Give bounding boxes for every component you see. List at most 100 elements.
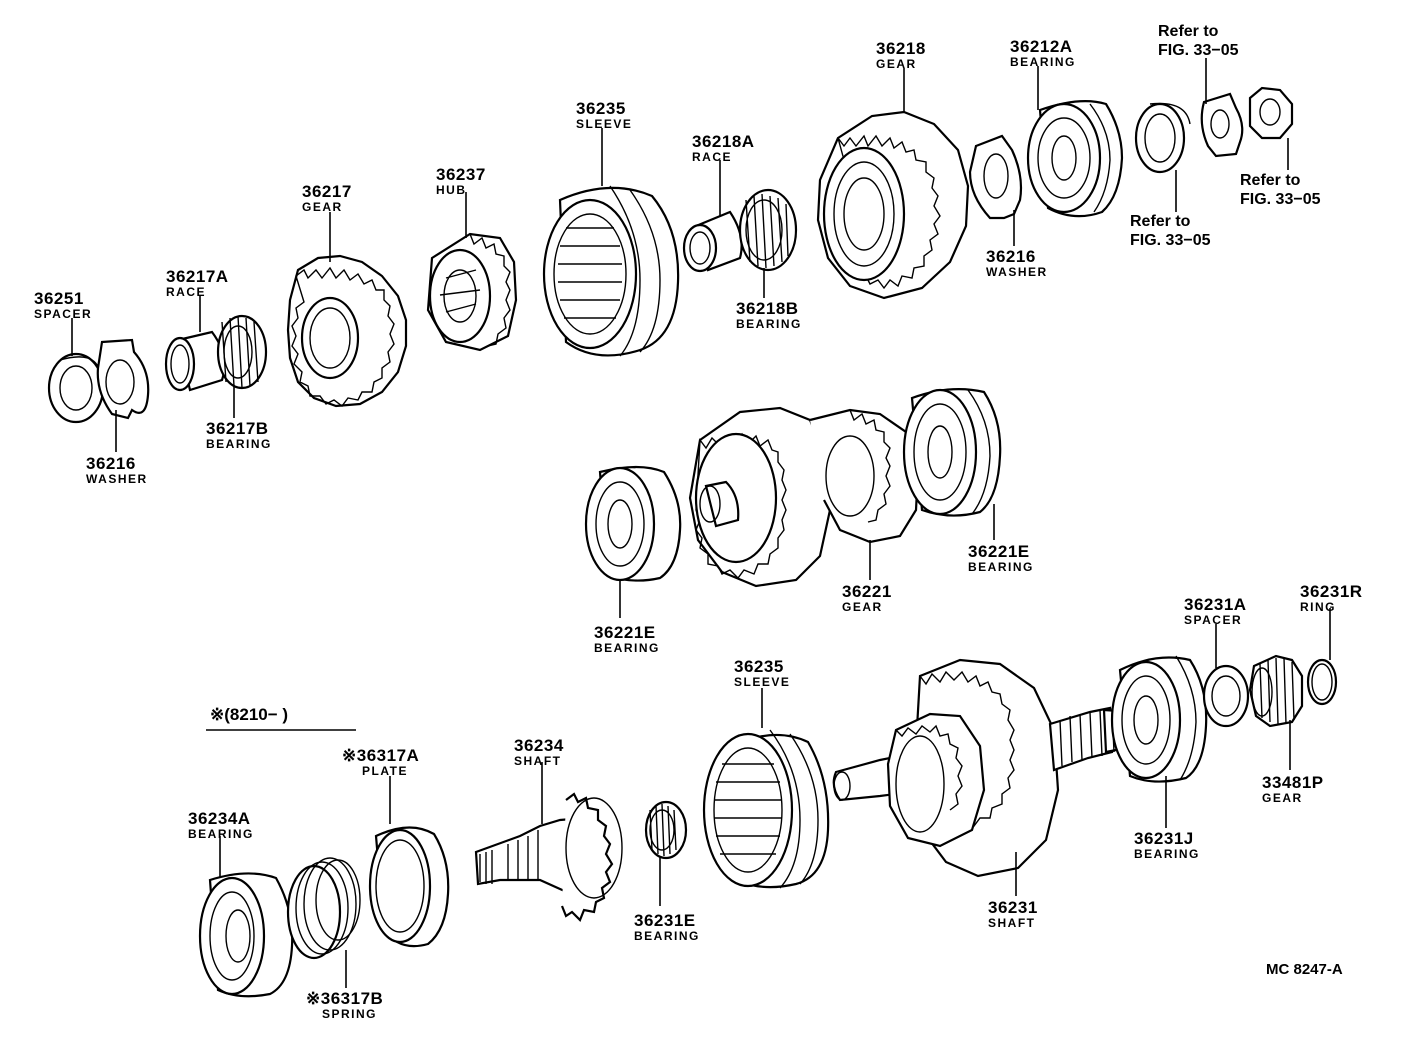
part-name: BEARING [968, 560, 1034, 574]
plate-36317a-drawing [368, 826, 450, 948]
bearing-36221e-left-drawing [584, 465, 682, 582]
reference-line-2: FIG. 33−05 [1240, 191, 1321, 208]
part-number: 36218 [876, 39, 926, 58]
label-36217a: 36217A RACE [166, 268, 229, 298]
part-number: 36221E [594, 623, 656, 642]
shaft-36234-drawing [474, 792, 623, 922]
reference-line-1: Refer to [1158, 23, 1219, 40]
label-36237: 36237 HUB [436, 166, 486, 196]
label-36231: 36231 SHAFT [988, 899, 1038, 929]
part-name: SPACER [1184, 613, 1243, 627]
part-number: 33481P [1262, 773, 1324, 792]
bearing-36221e-right-drawing [902, 388, 1002, 517]
washer-36216-right-drawing [968, 134, 1023, 220]
leader-lines [71, 58, 1331, 988]
part-number: 36251 [34, 289, 84, 308]
label-36221: 36221 GEAR [842, 583, 892, 613]
applicability-note: ※(8210− ) [210, 705, 289, 724]
label-36217: 36217 GEAR [302, 183, 352, 213]
part-name: GEAR [876, 57, 917, 71]
reference-line-1: Refer to [1240, 172, 1301, 189]
reference-note-lower: Refer to FIG. 33−05 [1130, 212, 1211, 250]
part-number: 36221 [842, 582, 892, 601]
figure-code: MC 8247-A [1266, 961, 1343, 978]
part-name: RACE [692, 150, 733, 164]
label-36218: 36218 GEAR [876, 40, 926, 70]
part-name: GEAR [842, 600, 883, 614]
reference-note-top: Refer to FIG. 33−05 [1158, 22, 1239, 60]
washer-36216-left-drawing [96, 338, 150, 420]
gear-36218-drawing [816, 110, 970, 300]
part-number: 36231J [1134, 829, 1194, 848]
race-36217a-drawing [164, 330, 226, 392]
part-number: 36237 [436, 165, 486, 184]
part-number: 36231 [988, 898, 1038, 917]
part-number: 36221E [968, 542, 1030, 561]
part-number: 36218B [736, 299, 799, 318]
part-number: 36235 [576, 99, 626, 118]
reference-washer-drawing [1134, 102, 1191, 174]
spacer-36251-drawing [47, 352, 105, 424]
part-name: SLEEVE [576, 117, 633, 131]
hub-36237-drawing [426, 232, 518, 352]
part-number: 36217 [302, 182, 352, 201]
part-number: 36234 [514, 736, 564, 755]
label-36217b: 36217B BEARING [206, 420, 272, 450]
label-36235-top: 36235 SLEEVE [576, 100, 632, 130]
part-name: GEAR [302, 200, 343, 214]
label-36212a: 36212A BEARING [1010, 38, 1076, 68]
part-number: 36235 [734, 657, 784, 676]
reference-lockplate-drawing [1200, 92, 1244, 158]
part-name: RACE [166, 285, 207, 299]
part-number: 36216 [986, 247, 1036, 266]
bearing-36234a-drawing [198, 872, 294, 998]
reference-line-1: Refer to [1130, 213, 1191, 230]
part-name: SLEEVE [734, 675, 791, 689]
part-name: PLATE [362, 764, 408, 778]
part-number: 36231R [1300, 582, 1363, 601]
bearing-36217b-drawing [216, 314, 268, 390]
part-number: 36216 [86, 454, 136, 473]
gear-36221-drawing [688, 406, 920, 588]
ring-36231r-drawing [1306, 658, 1338, 706]
reference-nut-drawing [1248, 86, 1294, 140]
sleeve-36235-bottom-drawing [702, 729, 830, 889]
spacer-36231a-drawing [1202, 664, 1250, 728]
part-name: BEARING [736, 317, 802, 331]
label-36234: 36234 SHAFT [514, 737, 564, 767]
part-name: SPACER [34, 307, 93, 321]
label-36231a: 36231A SPACER [1184, 596, 1247, 626]
sleeve-36235-top-drawing [542, 185, 680, 357]
part-name: RING [1300, 600, 1336, 614]
label-36231j: 36231J BEARING [1134, 830, 1200, 860]
part-name: SHAFT [514, 754, 562, 768]
label-36234a: 36234A BEARING [188, 810, 254, 840]
label-36235-bottom: 36235 SLEEVE [734, 658, 790, 688]
part-number: 36231E [634, 911, 696, 930]
label-36218a: 36218A RACE [692, 133, 755, 163]
bearing-36218b-drawing [738, 188, 798, 272]
reference-note-right: Refer to FIG. 33−05 [1240, 171, 1321, 209]
spring-36317b-drawing [286, 857, 361, 960]
label-36231r: 36231R RING [1300, 583, 1363, 613]
part-name: BEARING [594, 641, 660, 655]
label-36317a: ※36317A PLATE [342, 747, 419, 777]
bearing-36212a-drawing [1026, 100, 1124, 218]
label-36218b: 36218B BEARING [736, 300, 802, 330]
part-name: HUB [436, 183, 467, 197]
part-name: SHAFT [988, 916, 1036, 930]
part-name: WASHER [986, 265, 1048, 279]
label-36231e: 36231E BEARING [634, 912, 700, 942]
bearing-36231j-drawing [1110, 655, 1208, 783]
part-number: 36217A [166, 267, 229, 286]
part-name: BEARING [634, 929, 700, 943]
part-number: 36231A [1184, 595, 1247, 614]
part-number: 36234A [188, 809, 251, 828]
part-number: 36218A [692, 132, 755, 151]
part-name: BEARING [206, 437, 272, 451]
part-name: BEARING [1134, 847, 1200, 861]
reference-line-2: FIG. 33−05 [1158, 42, 1239, 59]
shaft-36231-drawing [832, 658, 1138, 878]
